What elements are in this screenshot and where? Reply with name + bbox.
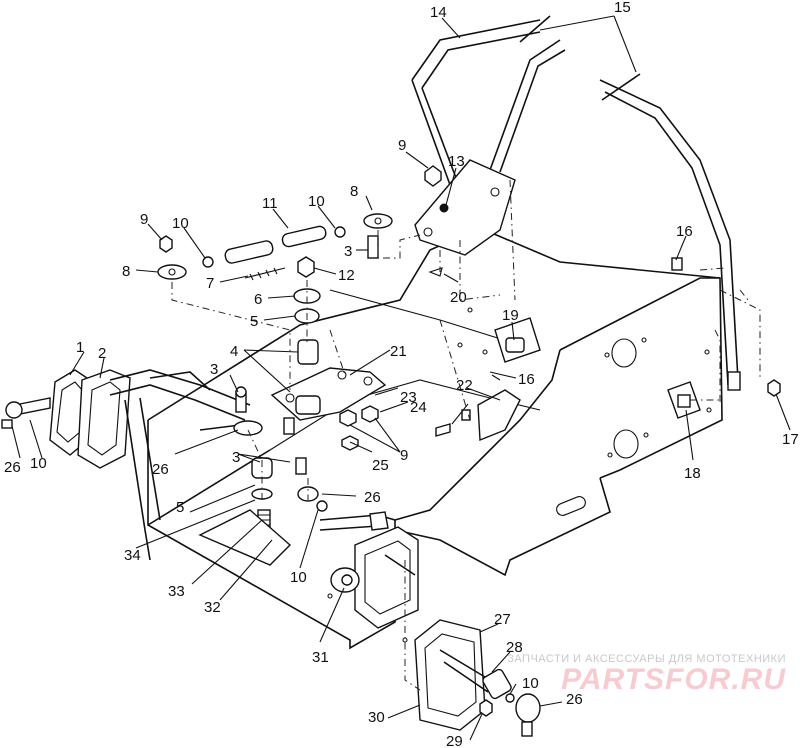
callout-21: 21 bbox=[390, 343, 407, 360]
callout-29: 29 bbox=[446, 733, 463, 748]
callout-22: 22 bbox=[456, 377, 473, 394]
callout-26: 26 bbox=[152, 461, 169, 478]
callout-25: 25 bbox=[372, 457, 389, 474]
callout-1: 1 bbox=[76, 339, 84, 356]
spindle-bracket bbox=[327, 526, 419, 629]
tie-rod-assembly bbox=[157, 213, 393, 281]
callout-3: 3 bbox=[232, 449, 240, 466]
callout-17: 17 bbox=[782, 431, 799, 448]
watermark-subtitle: ЗАПЧАСТИ И АКСЕССУАРЫ ДЛЯ МОТОТЕХНИКИ bbox=[507, 653, 786, 665]
callout-16: 16 bbox=[518, 371, 535, 388]
callout-18: 18 bbox=[684, 465, 701, 482]
callout-10: 10 bbox=[290, 569, 307, 586]
callout-13: 13 bbox=[448, 153, 465, 170]
callout-8: 8 bbox=[350, 183, 358, 200]
callout-10: 10 bbox=[308, 193, 325, 210]
callout-4: 4 bbox=[230, 343, 238, 360]
callout-26: 26 bbox=[364, 489, 381, 506]
callout-7: 7 bbox=[206, 275, 214, 292]
watermark-brand: PARTSFOR.RU bbox=[561, 663, 786, 696]
lower-bolt-stack bbox=[198, 457, 328, 566]
callout-34: 34 bbox=[124, 547, 141, 564]
callout-9: 9 bbox=[140, 211, 148, 228]
callout-2: 2 bbox=[98, 345, 106, 362]
callout-32: 32 bbox=[204, 599, 221, 616]
callout-23: 23 bbox=[400, 389, 417, 406]
callout-3: 3 bbox=[210, 361, 218, 378]
callout-5: 5 bbox=[176, 499, 184, 516]
right-steering-arm bbox=[402, 619, 541, 737]
leader-lines bbox=[11, 15, 791, 741]
callout-10: 10 bbox=[30, 455, 47, 472]
callout-9: 9 bbox=[398, 137, 406, 154]
steering-post-stack bbox=[293, 256, 321, 365]
callout-12: 12 bbox=[338, 267, 355, 284]
callout-8: 8 bbox=[122, 263, 130, 280]
callout-31: 31 bbox=[312, 649, 329, 666]
callout-11: 11 bbox=[262, 195, 278, 212]
watermark: ЗАПЧАСТИ И АКСЕССУАРЫ ДЛЯ МОТОТЕХНИКИ PA… bbox=[507, 653, 786, 697]
callout-26: 26 bbox=[4, 459, 21, 476]
left-steering-arm bbox=[1, 369, 295, 561]
callout-24: 24 bbox=[410, 399, 427, 416]
chassis-frame bbox=[147, 227, 723, 650]
callout-6: 6 bbox=[254, 291, 262, 308]
callout-28: 28 bbox=[506, 639, 523, 656]
callout-14: 14 bbox=[430, 4, 447, 21]
right-side-hardware bbox=[435, 257, 781, 442]
callout-16: 16 bbox=[676, 223, 693, 240]
callout-10: 10 bbox=[172, 215, 189, 232]
dashed-centerlines bbox=[171, 179, 761, 691]
callout-26: 26 bbox=[566, 691, 583, 708]
callout-numbers: 14 15 9 13 8 10 11 9 10 3 8 7 12 20 16 6… bbox=[4, 0, 799, 748]
callout-19: 19 bbox=[502, 307, 519, 324]
callout-3: 3 bbox=[344, 243, 352, 260]
callout-9: 9 bbox=[400, 447, 408, 464]
upper-mount-bracket bbox=[414, 159, 516, 277]
callout-33: 33 bbox=[168, 583, 185, 600]
callout-15: 15 bbox=[614, 0, 631, 16]
callout-30: 30 bbox=[368, 709, 385, 726]
callout-5: 5 bbox=[250, 313, 258, 330]
callout-20: 20 bbox=[450, 289, 467, 306]
pitman-arm-plate bbox=[270, 367, 387, 451]
callout-27: 27 bbox=[494, 611, 511, 628]
drag-link bbox=[319, 511, 396, 531]
callout-10: 10 bbox=[522, 675, 539, 692]
